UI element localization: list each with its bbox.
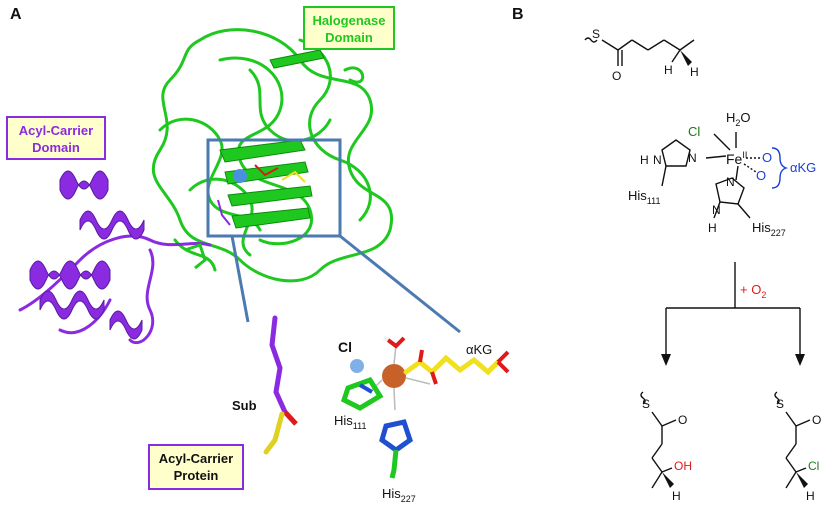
- substrate-s: S: [592, 27, 600, 41]
- fe-o2-label: O: [756, 168, 766, 183]
- product-oh-label: OH: [674, 459, 692, 473]
- reaction-arrows: [665, 262, 801, 358]
- acyl-carrier-domain-label: Acyl-Carrier Domain: [6, 116, 106, 160]
- inset-akg-label: αKG: [466, 342, 492, 357]
- fe-complex-bonds: [661, 132, 760, 219]
- substrate-carbonyl: [283, 410, 298, 426]
- inset-his227-label: His227: [382, 486, 416, 504]
- product-oh-s: S: [642, 397, 650, 411]
- inset-cl-label: Cl: [338, 339, 352, 355]
- his227-ring: [379, 419, 413, 454]
- his227-stick: [389, 449, 399, 479]
- zoom-line-right: [339, 234, 461, 334]
- substrate-h2: H: [690, 65, 699, 79]
- product-oh-structure: [640, 391, 677, 489]
- inset-sub-label: Sub: [232, 398, 257, 413]
- product-oh-o: O: [678, 413, 687, 427]
- substrate-structure: [584, 37, 695, 66]
- product-cl-structure: [774, 391, 811, 489]
- his111-stick: [340, 376, 384, 411]
- inset-his111-label: His111: [334, 413, 366, 431]
- product-cl-o: O: [812, 413, 821, 427]
- domain-linker: [184, 243, 207, 270]
- active-site-inset: Cl αKG Sub His111 His227: [232, 315, 510, 504]
- acyl-carrier-protein-label: Acyl-Carrier Protein: [148, 444, 244, 490]
- active-site-box: [206, 138, 342, 238]
- product-cl-label: Cl: [808, 459, 819, 473]
- fe-label: FeII: [726, 150, 747, 167]
- substrate-wedge: [680, 50, 692, 66]
- water-stick: [386, 336, 406, 349]
- substrate-o: O: [612, 69, 621, 83]
- halogenase-sheets: [219, 49, 325, 229]
- product-oh-wedge: [662, 472, 674, 488]
- iron-sphere: [382, 364, 406, 388]
- arrow-head-right: [795, 354, 805, 366]
- product-cl-wedge: [796, 472, 808, 488]
- chloride-sphere: [350, 359, 364, 373]
- his227-n1: N: [726, 175, 735, 189]
- panel-b-letter: B: [512, 6, 524, 23]
- substrate-thioester: [263, 411, 285, 455]
- his111-n2: N: [688, 151, 697, 165]
- metal-site-sphere: [233, 169, 247, 183]
- his111-h: H: [640, 153, 649, 167]
- akg-brace: [771, 147, 789, 189]
- fe-cl-label: Cl: [688, 124, 700, 139]
- zoom-line-left: [230, 235, 250, 323]
- product-cl-s: S: [776, 397, 784, 411]
- product-oh-h: H: [672, 489, 681, 503]
- active-site-sticks: [217, 164, 306, 226]
- fe-akg-label: αKG: [790, 160, 816, 175]
- arrow-head-left: [661, 354, 671, 366]
- his227-h: H: [708, 221, 717, 235]
- acyl-carrier-structure: [18, 234, 212, 345]
- product-cl-h: H: [806, 489, 815, 503]
- substrate-stick: [269, 315, 288, 415]
- o2-label: + O2: [740, 282, 766, 300]
- water-label: H2O: [726, 110, 751, 128]
- acyl-carrier-helices: [29, 170, 145, 340]
- panel-a-letter: A: [10, 6, 22, 23]
- fe-his111-label: His111: [628, 188, 660, 206]
- halogenase-domain-label: Halogenase Domain: [303, 6, 395, 50]
- fe-his227-label: His227: [752, 220, 786, 238]
- his227-n2: N: [712, 203, 721, 217]
- akg-stick: [403, 354, 501, 376]
- his111-n1: N: [653, 153, 662, 167]
- substrate-h1: H: [664, 63, 673, 77]
- fe-o1-label: O: [762, 150, 772, 165]
